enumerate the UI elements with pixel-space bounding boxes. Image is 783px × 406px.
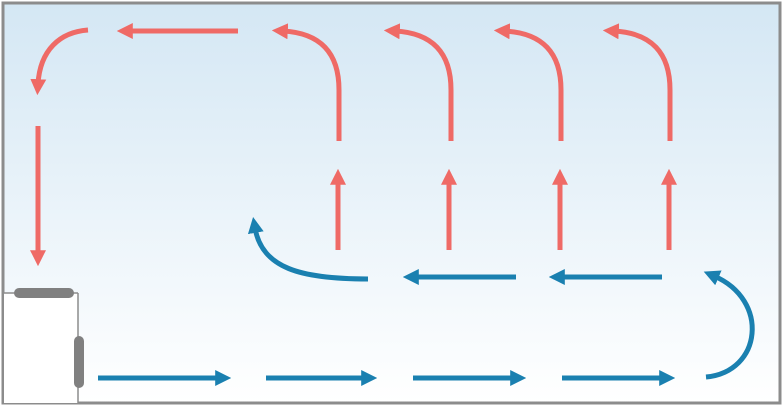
warm-loop-1-arrow <box>271 23 342 141</box>
warm-top-left-corner-arrow <box>30 27 89 96</box>
warm-air-flow <box>29 22 678 267</box>
warm-loop-3-arrow <box>493 23 564 141</box>
warm-loop-2-arrow <box>383 23 454 141</box>
warm-loop-4-arrow <box>602 23 673 141</box>
radiator-icon <box>4 288 84 403</box>
cool-air-flow <box>98 216 755 387</box>
cool-right-turn-arrow <box>703 270 755 380</box>
room-background <box>3 3 780 403</box>
cool-mid-3-arrow <box>247 216 369 282</box>
